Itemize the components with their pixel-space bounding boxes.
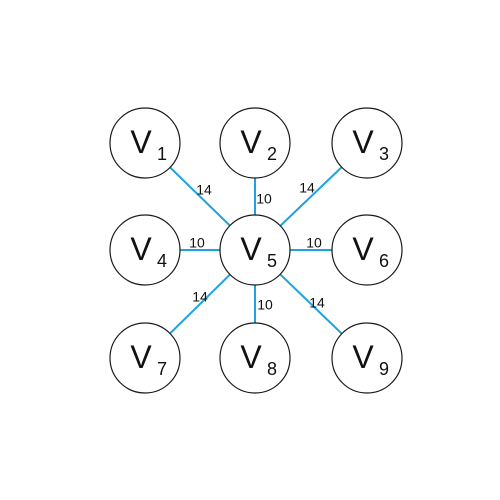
node-subscript: 8 [267,359,277,379]
node-label: V [130,231,152,267]
node-circle [331,322,403,394]
node-label: V [130,339,152,375]
node-label: V [130,124,152,160]
node-label: V [240,231,262,267]
node-subscript: 1 [157,144,167,164]
edge-weight-v5-v4: 10 [189,235,205,251]
node-subscript: 2 [267,144,277,164]
node-label: V [352,124,374,160]
node-label: V [240,124,262,160]
node-label: V [240,339,262,375]
edge-weight-v5-v9: 14 [309,295,325,311]
node-subscript: 4 [157,251,167,271]
node-circle [109,322,181,394]
edge-weight-v5-v3: 14 [299,180,315,196]
node-circle [219,107,291,179]
edge-weight-v5-v1: 14 [196,182,212,198]
node-label: V [352,339,374,375]
edge-weight-v5-v7: 14 [192,289,208,305]
weights-layer: 14 10 14 10 10 14 10 14 [189,180,325,313]
node-circle [109,107,181,179]
node-circle [331,107,403,179]
node-circle [219,214,291,286]
node-subscript: 9 [379,359,389,379]
node-subscript: 7 [157,359,167,379]
edge-weight-v5-v6: 10 [306,235,322,251]
node-subscript: 3 [379,144,389,164]
edge-weight-v5-v8: 10 [257,297,273,313]
node-subscript: 6 [379,251,389,271]
node-subscript: 5 [267,251,277,271]
node-label: V [352,231,374,267]
node-circle [219,322,291,394]
node-circle [331,214,403,286]
node-circle [109,214,181,286]
edge-weight-v5-v2: 10 [256,191,272,207]
